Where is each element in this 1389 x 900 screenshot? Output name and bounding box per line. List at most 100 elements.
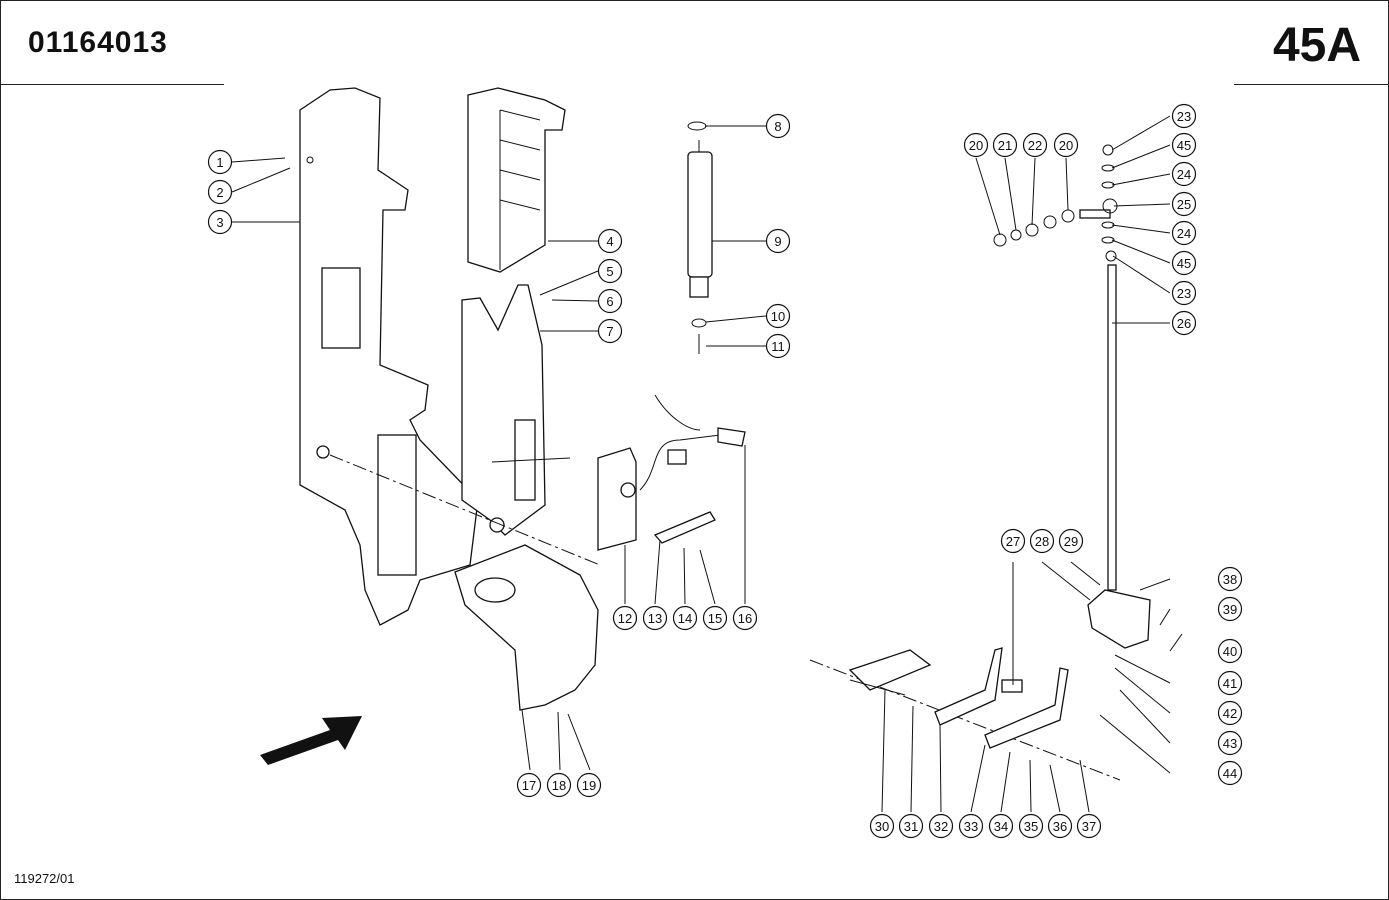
callout-label: 28 bbox=[1035, 534, 1049, 549]
callout-23: 23 bbox=[1171, 103, 1197, 129]
callout-label: 17 bbox=[522, 778, 536, 793]
spacer-sleeve bbox=[1001, 679, 1023, 693]
callout-1: 1 bbox=[207, 149, 233, 175]
callout-label: 31 bbox=[904, 819, 918, 834]
callout-label: 23 bbox=[1177, 286, 1191, 301]
callout-label: 11 bbox=[771, 339, 785, 354]
callout-11: 11 bbox=[765, 333, 791, 359]
callout-6: 6 bbox=[597, 288, 623, 314]
callout-41: 41 bbox=[1217, 670, 1243, 696]
callout-label: 45 bbox=[1177, 138, 1191, 153]
callout-label: 13 bbox=[648, 611, 662, 626]
callout-label: 1 bbox=[216, 155, 223, 170]
callout-label: 9 bbox=[774, 234, 781, 249]
callout-label: 19 bbox=[582, 778, 596, 793]
callout-22: 22 bbox=[1022, 132, 1048, 158]
callout-45: 45 bbox=[1171, 250, 1197, 276]
callout-43: 43 bbox=[1217, 730, 1243, 756]
header-rule-left bbox=[0, 84, 224, 85]
callout-35: 35 bbox=[1018, 813, 1044, 839]
callout-label: 5 bbox=[606, 264, 613, 279]
callout-label: 2 bbox=[216, 185, 223, 200]
callout-39: 39 bbox=[1217, 596, 1243, 622]
callout-33: 33 bbox=[958, 813, 984, 839]
part-number: 01164013 bbox=[28, 26, 168, 59]
callout-8: 8 bbox=[765, 113, 791, 139]
slide-bracket bbox=[461, 284, 571, 536]
callout-18: 18 bbox=[546, 772, 572, 798]
callout-30: 30 bbox=[869, 813, 895, 839]
assembly-axis-lower bbox=[809, 659, 1121, 781]
callout-14: 14 bbox=[672, 605, 698, 631]
callout-29: 29 bbox=[1058, 528, 1084, 554]
callout-10: 10 bbox=[765, 303, 791, 329]
callout-7: 7 bbox=[597, 318, 623, 344]
callout-15: 15 bbox=[702, 605, 728, 631]
callout-label: 35 bbox=[1024, 819, 1038, 834]
callout-label: 15 bbox=[708, 611, 722, 626]
callout-20: 20 bbox=[1053, 132, 1079, 158]
callout-24: 24 bbox=[1171, 161, 1197, 187]
callout-label: 36 bbox=[1053, 819, 1067, 834]
callout-label: 8 bbox=[774, 119, 781, 134]
callout-label: 45 bbox=[1177, 256, 1191, 271]
callout-45: 45 bbox=[1171, 132, 1197, 158]
callout-label: 3 bbox=[216, 215, 223, 230]
callout-label: 24 bbox=[1177, 167, 1191, 182]
callout-37: 37 bbox=[1076, 813, 1102, 839]
callout-4: 4 bbox=[597, 228, 623, 254]
callout-label: 6 bbox=[606, 294, 613, 309]
callout-label: 27 bbox=[1006, 534, 1020, 549]
callout-3: 3 bbox=[207, 209, 233, 235]
link-plate bbox=[653, 511, 716, 544]
callout-26: 26 bbox=[1171, 310, 1197, 336]
callout-label: 21 bbox=[998, 138, 1012, 153]
callout-label: 7 bbox=[606, 324, 613, 339]
callout-label: 12 bbox=[618, 611, 632, 626]
callout-25: 25 bbox=[1171, 191, 1197, 217]
top-hardware-stack bbox=[993, 144, 1118, 262]
callout-label: 23 bbox=[1177, 109, 1191, 124]
callout-9: 9 bbox=[765, 228, 791, 254]
callout-23: 23 bbox=[1171, 280, 1197, 306]
callout-42: 42 bbox=[1217, 700, 1243, 726]
callout-label: 39 bbox=[1223, 602, 1237, 617]
callout-label: 33 bbox=[964, 819, 978, 834]
callout-27: 27 bbox=[1000, 528, 1026, 554]
callout-31: 31 bbox=[898, 813, 924, 839]
callout-label: 44 bbox=[1223, 766, 1237, 781]
lower-bracket bbox=[984, 667, 1069, 749]
leader-lines bbox=[231, 115, 1183, 813]
callout-label: 24 bbox=[1177, 226, 1191, 241]
header-rule-right bbox=[1234, 84, 1389, 85]
callout-28: 28 bbox=[1029, 528, 1055, 554]
callout-16: 16 bbox=[732, 605, 758, 631]
callout-label: 29 bbox=[1064, 534, 1078, 549]
callout-19: 19 bbox=[576, 772, 602, 798]
callout-label: 18 bbox=[552, 778, 566, 793]
callout-label: 43 bbox=[1223, 736, 1237, 751]
callout-label: 42 bbox=[1223, 706, 1237, 721]
direction-arrow-icon bbox=[260, 716, 362, 765]
callout-label: 41 bbox=[1223, 676, 1237, 691]
callout-38: 38 bbox=[1217, 566, 1243, 592]
frame-plate bbox=[299, 87, 479, 626]
callout-36: 36 bbox=[1047, 813, 1073, 839]
callout-label: 4 bbox=[606, 234, 613, 249]
callout-24: 24 bbox=[1171, 220, 1197, 246]
drawing-reference: 119272/01 bbox=[14, 871, 75, 886]
callout-40: 40 bbox=[1217, 638, 1243, 664]
callout-label: 10 bbox=[771, 309, 785, 324]
callout-12: 12 bbox=[612, 605, 638, 631]
callout-34: 34 bbox=[988, 813, 1014, 839]
callout-13: 13 bbox=[642, 605, 668, 631]
callout-label: 20 bbox=[1059, 138, 1073, 153]
lever-arm bbox=[934, 647, 1003, 726]
upper-housing bbox=[467, 87, 566, 273]
callout-20: 20 bbox=[963, 132, 989, 158]
callout-2: 2 bbox=[207, 179, 233, 205]
pivot-block bbox=[1087, 589, 1151, 649]
callout-label: 38 bbox=[1223, 572, 1237, 587]
